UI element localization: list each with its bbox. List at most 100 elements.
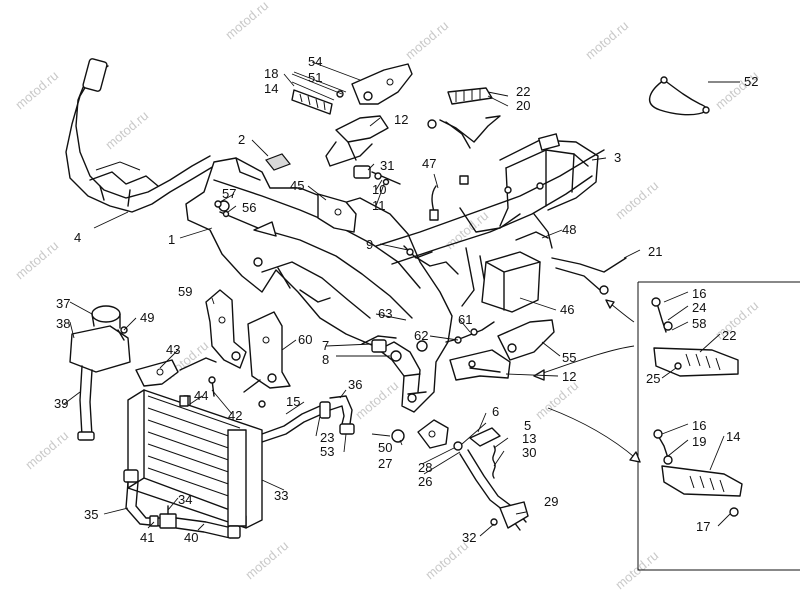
callout-41: 41 — [140, 530, 154, 545]
watermark: motod.ru — [532, 378, 581, 422]
callout-5: 5 — [524, 418, 531, 433]
part-frame-plate — [317, 193, 357, 233]
part-engine-mount-59 — [205, 289, 247, 369]
part-sensor — [429, 175, 469, 221]
callout-1: 1 — [168, 232, 175, 247]
watermark: motod.ru — [402, 18, 451, 62]
callout-61: 61 — [458, 312, 472, 327]
callout-36: 36 — [348, 377, 362, 392]
callout-40: 40 — [184, 530, 198, 545]
callout-29: 29 — [544, 494, 558, 509]
callout-48: 48 — [562, 222, 576, 237]
part-bolts-57-56 — [214, 200, 230, 218]
callout-10: 10 — [372, 182, 386, 197]
callout-25: 25 — [646, 371, 660, 386]
callout-22b: 22 — [722, 328, 736, 343]
callout-14b: 14 — [726, 429, 740, 444]
watermark: motod.ru — [102, 108, 151, 152]
callout-21: 21 — [648, 244, 662, 259]
callout-31: 31 — [380, 158, 394, 173]
callout-50: 50 — [378, 440, 392, 455]
watermark: motod.ru — [712, 298, 761, 342]
callout-12b: 12 — [562, 369, 576, 384]
callout-63: 63 — [378, 306, 392, 321]
callout-24: 24 — [692, 300, 706, 315]
part-rear-subframe — [375, 133, 605, 307]
callout-23: 23 — [320, 430, 334, 445]
callout-37: 37 — [56, 296, 70, 311]
callout-28: 28 — [418, 460, 432, 475]
callout-58: 58 — [692, 316, 706, 331]
part-side-stand — [391, 419, 529, 531]
callout-55: 55 — [562, 350, 576, 365]
callout-12a: 12 — [394, 112, 408, 127]
inset-right-footrest — [637, 281, 800, 410]
part-footpeg-left — [291, 89, 344, 115]
callout-60: 60 — [298, 332, 312, 347]
part-engine-mount-60 — [247, 311, 291, 389]
callout-38: 38 — [56, 316, 70, 331]
callout-labels: 1 2 3 4 5 6 7 8 9 10 11 12 12 13 14 14 1… — [54, 54, 758, 545]
part-footrest-bracket-upper — [325, 115, 401, 186]
callout-35: 35 — [84, 507, 98, 522]
part-heel-guard — [351, 63, 413, 105]
watermark: motod.ru — [582, 18, 631, 62]
callout-16b: 16 — [692, 418, 706, 433]
callout-26: 26 — [418, 474, 432, 489]
watermark: motod.ru — [12, 238, 61, 282]
watermark: motod.ru — [12, 68, 61, 112]
part-small-plate — [265, 153, 291, 171]
part-rear-footrest-bracket — [551, 257, 627, 295]
callout-32: 32 — [462, 530, 476, 545]
part-radiator — [127, 389, 263, 529]
part-cable — [648, 76, 710, 116]
callout-7: 7 — [322, 338, 329, 353]
callout-4: 4 — [74, 230, 81, 245]
callout-43: 43 — [166, 342, 180, 357]
callout-33: 33 — [274, 488, 288, 503]
callout-49: 49 — [140, 310, 154, 325]
watermark: motod.ru — [22, 428, 71, 472]
part-pivot-bushes — [361, 335, 402, 362]
callout-6: 6 — [492, 404, 499, 419]
callout-45: 45 — [290, 178, 304, 193]
watermark: motod.ru — [612, 178, 661, 222]
callout-9: 9 — [366, 237, 373, 252]
callout-3: 3 — [614, 150, 621, 165]
callout-56: 56 — [242, 200, 256, 215]
watermark: motod.ru — [242, 538, 291, 582]
callout-30: 30 — [522, 445, 536, 460]
part-fairing-bracket — [65, 58, 215, 213]
callout-15: 15 — [286, 394, 300, 409]
callout-52: 52 — [744, 74, 758, 89]
leader-lines — [63, 61, 740, 537]
callout-17: 17 — [696, 519, 710, 534]
callout-57: 57 — [222, 186, 236, 201]
callout-44: 44 — [194, 388, 208, 403]
callout-14a: 14 — [264, 81, 278, 96]
inset-left-footrest — [637, 410, 800, 571]
callout-16a: 16 — [692, 286, 706, 301]
part-coolant-hose-lower — [123, 469, 241, 539]
part-footrest-bracket-lower — [449, 349, 511, 381]
part-battery-box — [481, 231, 549, 313]
callout-54: 54 — [308, 54, 322, 69]
callout-53: 53 — [320, 444, 334, 459]
callout-13: 13 — [522, 431, 536, 446]
part-coolant-hose-upper — [261, 395, 355, 443]
callout-39: 39 — [54, 396, 68, 411]
callout-2: 2 — [238, 132, 245, 147]
callout-22a: 22 — [516, 84, 530, 99]
callout-34: 34 — [178, 492, 192, 507]
callout-59: 59 — [178, 284, 192, 299]
callout-62: 62 — [414, 328, 428, 343]
watermark: motod.ru — [222, 0, 271, 42]
callout-19: 19 — [692, 434, 706, 449]
callout-18: 18 — [264, 66, 278, 81]
callout-46: 46 — [560, 302, 574, 317]
callout-8: 8 — [322, 352, 329, 367]
part-expansion-tank — [69, 305, 131, 441]
callout-47: 47 — [422, 156, 436, 171]
part-heel-guard-lower — [497, 319, 555, 361]
